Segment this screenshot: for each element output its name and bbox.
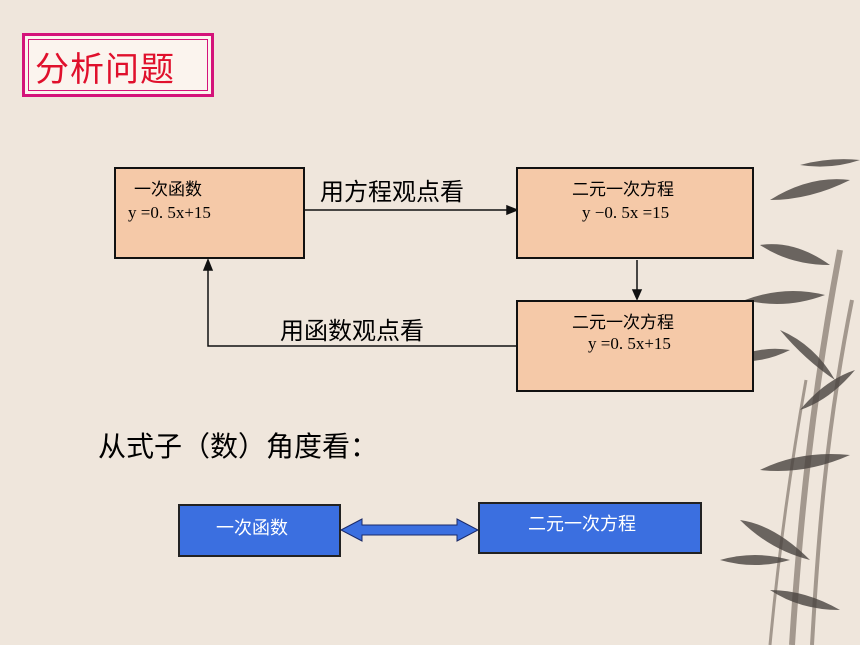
label-function-view: 用函数观点看 <box>280 317 424 345</box>
double-arrow <box>339 518 480 542</box>
bamboo-leaves <box>720 159 860 610</box>
arrow-function-view <box>202 257 516 347</box>
box-equation-top: 二元一次方程 y −0. 5x =15 <box>516 167 754 259</box>
blue-box-linear-function: 一次函数 <box>178 504 341 557</box>
box-line2: y −0. 5x =15 <box>582 203 670 222</box>
box-line1: 二元一次方程 <box>572 180 674 200</box>
title-inner-border <box>28 39 208 91</box>
blue-box-equation: 二元一次方程 <box>478 502 702 554</box>
blue-box-label: 二元一次方程 <box>528 514 636 535</box>
box-equation-bottom: 二元一次方程 y =0. 5x+15 <box>516 300 754 392</box>
label-equation-view: 用方程观点看 <box>320 178 464 206</box>
section-heading: 从式子（数）角度看： <box>98 430 379 463</box>
arrow-down <box>631 260 643 301</box>
arrow-equation-view <box>305 204 520 216</box>
box-line1: 一次函数 <box>134 180 202 200</box>
page-title: 分析问题 <box>35 50 175 90</box>
box-line1: 二元一次方程 <box>572 313 674 333</box>
bamboo-decoration <box>768 249 854 645</box>
box-line2: y =0. 5x+15 <box>588 334 671 353</box>
box-linear-function: 一次函数 y =0. 5x+15 <box>114 167 305 259</box>
box-line2: y =0. 5x+15 <box>128 203 211 222</box>
blue-box-label: 一次函数 <box>216 518 288 539</box>
title-frame: 分析问题 <box>22 33 214 97</box>
